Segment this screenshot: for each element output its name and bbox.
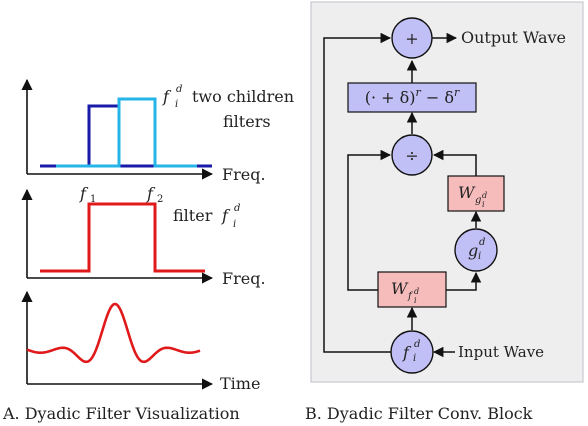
children-label-sup: d — [176, 84, 182, 95]
panel-b-background — [310, 1, 584, 383]
g-main: g — [468, 241, 478, 260]
f2-sub: 2 — [157, 194, 163, 205]
wf-to-div-arrow — [347, 149, 392, 291]
power-box-label: (· + δ)r − δr — [365, 86, 460, 107]
filter-plot: f 1 f 2 filter f d i Freq. — [21, 184, 266, 288]
g-node: g d i — [454, 228, 498, 272]
f-sub: i — [413, 353, 416, 364]
wf-main: W — [391, 279, 409, 298]
div-symbol: ÷ — [405, 146, 418, 165]
connectors — [323, 32, 482, 358]
wave-plot: Time — [21, 290, 260, 393]
wg-subsup: d — [482, 191, 487, 200]
g-sub: i — [478, 251, 481, 262]
wg-subsub: i — [482, 200, 485, 209]
child-filter-1 — [40, 104, 212, 168]
filter-curve — [40, 202, 205, 273]
power-box: (· + δ)r − δr — [347, 82, 477, 113]
residual-arrow — [323, 32, 393, 353]
wg-main: W — [458, 183, 476, 202]
freq-label-1: Freq. — [222, 165, 266, 184]
f1-symbol: f — [79, 184, 89, 203]
panel-b: + Output Wave (· + δ)r − δr ÷ W g d i g … — [305, 1, 584, 423]
wf-box: W f d i — [377, 271, 447, 308]
plus-symbol: + — [405, 29, 418, 48]
wg-box: W g d i — [447, 175, 505, 212]
filter-label-symbol: f — [221, 206, 231, 225]
sum-node: + — [391, 17, 433, 59]
f-main: f — [402, 343, 412, 362]
wg-sub: g — [475, 195, 481, 206]
time-label: Time — [220, 374, 260, 393]
filter-label-sup: d — [234, 203, 240, 214]
f1-sub: 1 — [90, 194, 96, 205]
wf-subsub: i — [414, 296, 417, 305]
time-wave — [26, 302, 201, 364]
children-label-symbol: f — [162, 87, 172, 106]
children-label-text-2: filters — [223, 112, 271, 131]
panel-a-caption: A. Dyadic Filter Visualization — [2, 404, 240, 423]
wf-subsup: d — [414, 287, 419, 296]
wf-sub: f — [407, 291, 414, 302]
children-filters-plot: f d i two children filters Freq. — [21, 78, 294, 184]
freq-label-2: Freq. — [222, 269, 266, 288]
wf-to-g-arrow — [446, 271, 482, 291]
wg-to-div-arrow — [432, 149, 477, 176]
g-sup: d — [479, 237, 485, 248]
output-wave-label: Output Wave — [461, 28, 566, 47]
f-sup: d — [414, 339, 420, 350]
f2-symbol: f — [146, 184, 156, 203]
children-label-sub: i — [175, 99, 178, 110]
input-wave-label: Input Wave — [458, 343, 544, 361]
panel-b-caption: B. Dyadic Filter Conv. Block — [305, 404, 533, 423]
child-filter-2 — [56, 97, 197, 168]
division-node: ÷ — [391, 134, 433, 176]
filter-label-text: filter — [173, 206, 213, 225]
panel-a: f d i two children filters Freq. f 1 f 2… — [2, 78, 294, 423]
input-node: f d i — [390, 330, 434, 374]
children-label-text-1: two children — [192, 87, 294, 106]
filter-label-sub: i — [233, 219, 236, 230]
